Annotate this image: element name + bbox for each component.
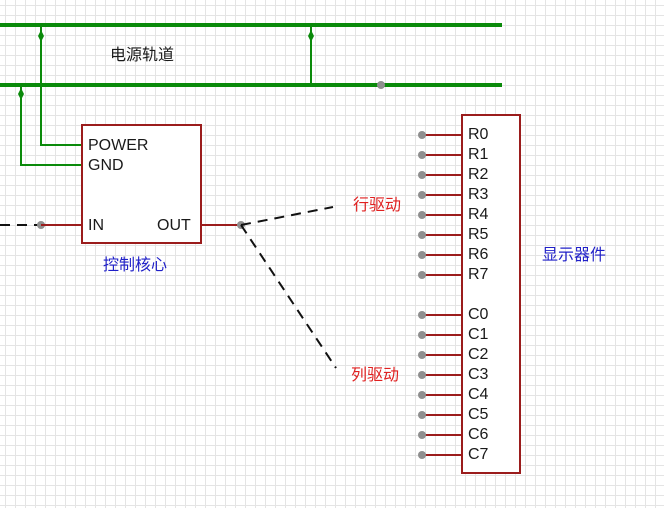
row-pin-label: R0 — [468, 126, 489, 143]
col-drive-label: 列驱动 — [351, 367, 400, 384]
col-pin-label: C6 — [468, 426, 489, 443]
row-drive-label: 行驱动 — [353, 197, 402, 214]
power-rail-label: 电源轨道 — [110, 47, 175, 64]
col-pin-connector[interactable] — [418, 311, 426, 319]
junction-gnd-bottom — [18, 88, 24, 100]
row-drive-wire[interactable] — [240, 206, 334, 226]
power-pin-label: POWER — [88, 137, 149, 154]
col-pin-connector[interactable] — [418, 391, 426, 399]
col-pin-label: C0 — [468, 306, 489, 323]
row-pin-connector[interactable] — [418, 231, 426, 239]
col-pin-label: C1 — [468, 326, 489, 343]
row-pin-connector[interactable] — [418, 171, 426, 179]
col-drive-wire[interactable] — [240, 224, 337, 369]
col-pin-label: C5 — [468, 406, 489, 423]
row-pin-connector[interactable] — [418, 151, 426, 159]
col-pin-connector[interactable] — [418, 451, 426, 459]
row-pin-connector[interactable] — [418, 191, 426, 199]
display-pins — [418, 131, 462, 459]
col-pin-label: C7 — [468, 446, 489, 463]
row-pin-label: R6 — [468, 246, 489, 263]
gnd-wire[interactable] — [20, 85, 82, 166]
in-pin-label: IN — [88, 217, 104, 234]
row-pin-label: R5 — [468, 226, 489, 243]
row-pin-connector[interactable] — [418, 251, 426, 259]
col-pin-connector[interactable] — [418, 411, 426, 419]
col-pin-connector[interactable] — [418, 431, 426, 439]
controller-body[interactable] — [81, 124, 202, 244]
col-pin-connector[interactable] — [418, 371, 426, 379]
junction-power-top — [38, 30, 44, 42]
col-pin-connector[interactable] — [418, 351, 426, 359]
gnd-pin-label: GND — [88, 157, 124, 174]
row-pin-label: R7 — [468, 266, 489, 283]
row-pin-connector[interactable] — [418, 211, 426, 219]
row-pin-label: R1 — [468, 146, 489, 163]
rail-connector[interactable] — [377, 81, 385, 89]
row-pin-label: R2 — [468, 166, 489, 183]
power-wire[interactable] — [40, 25, 82, 146]
row-pin-connector[interactable] — [418, 131, 426, 139]
controller-label: 控制核心 — [103, 257, 168, 274]
display-label: 显示器件 — [542, 247, 607, 264]
col-pin-label: C3 — [468, 366, 489, 383]
col-pin-connector[interactable] — [418, 331, 426, 339]
col-pin-label: C4 — [468, 386, 489, 403]
junction-rail-link-top — [308, 30, 314, 42]
display-body[interactable] — [461, 114, 521, 474]
out-pin-label: OUT — [157, 217, 191, 234]
col-pin-label: C2 — [468, 346, 489, 363]
row-pin-connector[interactable] — [418, 271, 426, 279]
row-pin-label: R4 — [468, 206, 489, 223]
row-pin-label: R3 — [468, 186, 489, 203]
